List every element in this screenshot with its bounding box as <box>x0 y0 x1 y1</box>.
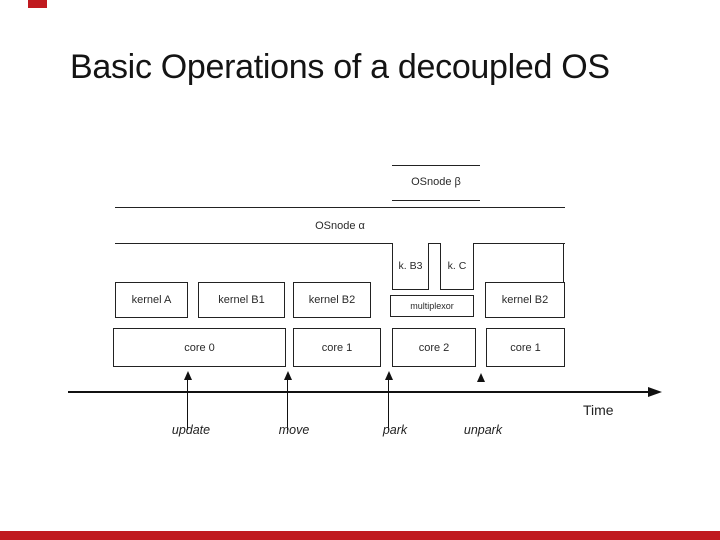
update-label: update <box>171 423 211 437</box>
kernel-b1-label: kernel B1 <box>218 294 265 306</box>
move-arrowhead-icon <box>284 371 292 380</box>
kernel-a-box: kernel A <box>115 282 188 318</box>
k-c-box: k. C <box>440 243 474 290</box>
top-accent-bar <box>28 0 47 8</box>
core-2-label: core 2 <box>418 341 450 354</box>
osnode-alpha-bottom-line <box>115 243 565 244</box>
update-arrowhead-icon <box>184 371 192 380</box>
park-label: park <box>382 423 408 437</box>
kernel-b1-box: kernel B1 <box>198 282 285 318</box>
move-arrow-stem <box>287 379 289 430</box>
k-c-label: k. C <box>447 260 467 272</box>
park-arrowhead-icon <box>385 371 393 380</box>
osnode-alpha-top-line <box>115 207 565 208</box>
figure-right-connector-line <box>563 243 564 282</box>
core-0-box: core 0 <box>113 328 286 367</box>
kernel-a-label: kernel A <box>131 294 172 306</box>
slide-title: Basic Operations of a decoupled OS <box>70 48 610 86</box>
core-1-right-box: core 1 <box>486 328 565 367</box>
time-axis <box>68 391 648 393</box>
update-arrow-stem <box>187 379 189 430</box>
osnode-beta-top-line <box>392 165 480 166</box>
kernel-b2-right-box: kernel B2 <box>485 282 565 318</box>
core-1-label: core 1 <box>321 341 353 354</box>
kernel-b2-box: kernel B2 <box>293 282 371 318</box>
k-b3-label: k. B3 <box>398 260 423 272</box>
core-2-box: core 2 <box>392 328 476 367</box>
time-label: Time <box>583 402 614 418</box>
kernel-b2-right-label: kernel B2 <box>501 294 549 306</box>
osnode-alpha-label: OSnode α <box>315 220 365 232</box>
unpark-arrowhead-icon <box>477 373 485 382</box>
core-1-right-label: core 1 <box>510 341 541 354</box>
bottom-accent-bar <box>0 531 720 540</box>
multiplexor-label: multiplexor <box>410 301 454 311</box>
time-axis-arrowhead-icon <box>648 387 662 397</box>
osnode-beta-label: OSnode β <box>411 176 461 188</box>
osnode-beta-bottom-line <box>392 200 480 201</box>
unpark-label: unpark <box>463 423 503 437</box>
core-1-box: core 1 <box>293 328 381 367</box>
multiplexor-box: multiplexor <box>390 295 474 317</box>
k-b3-box: k. B3 <box>392 243 429 290</box>
park-arrow-stem <box>388 379 390 430</box>
core-0-label: core 0 <box>184 341 215 354</box>
move-label: move <box>278 423 310 437</box>
kernel-b2-label: kernel B2 <box>308 294 356 306</box>
